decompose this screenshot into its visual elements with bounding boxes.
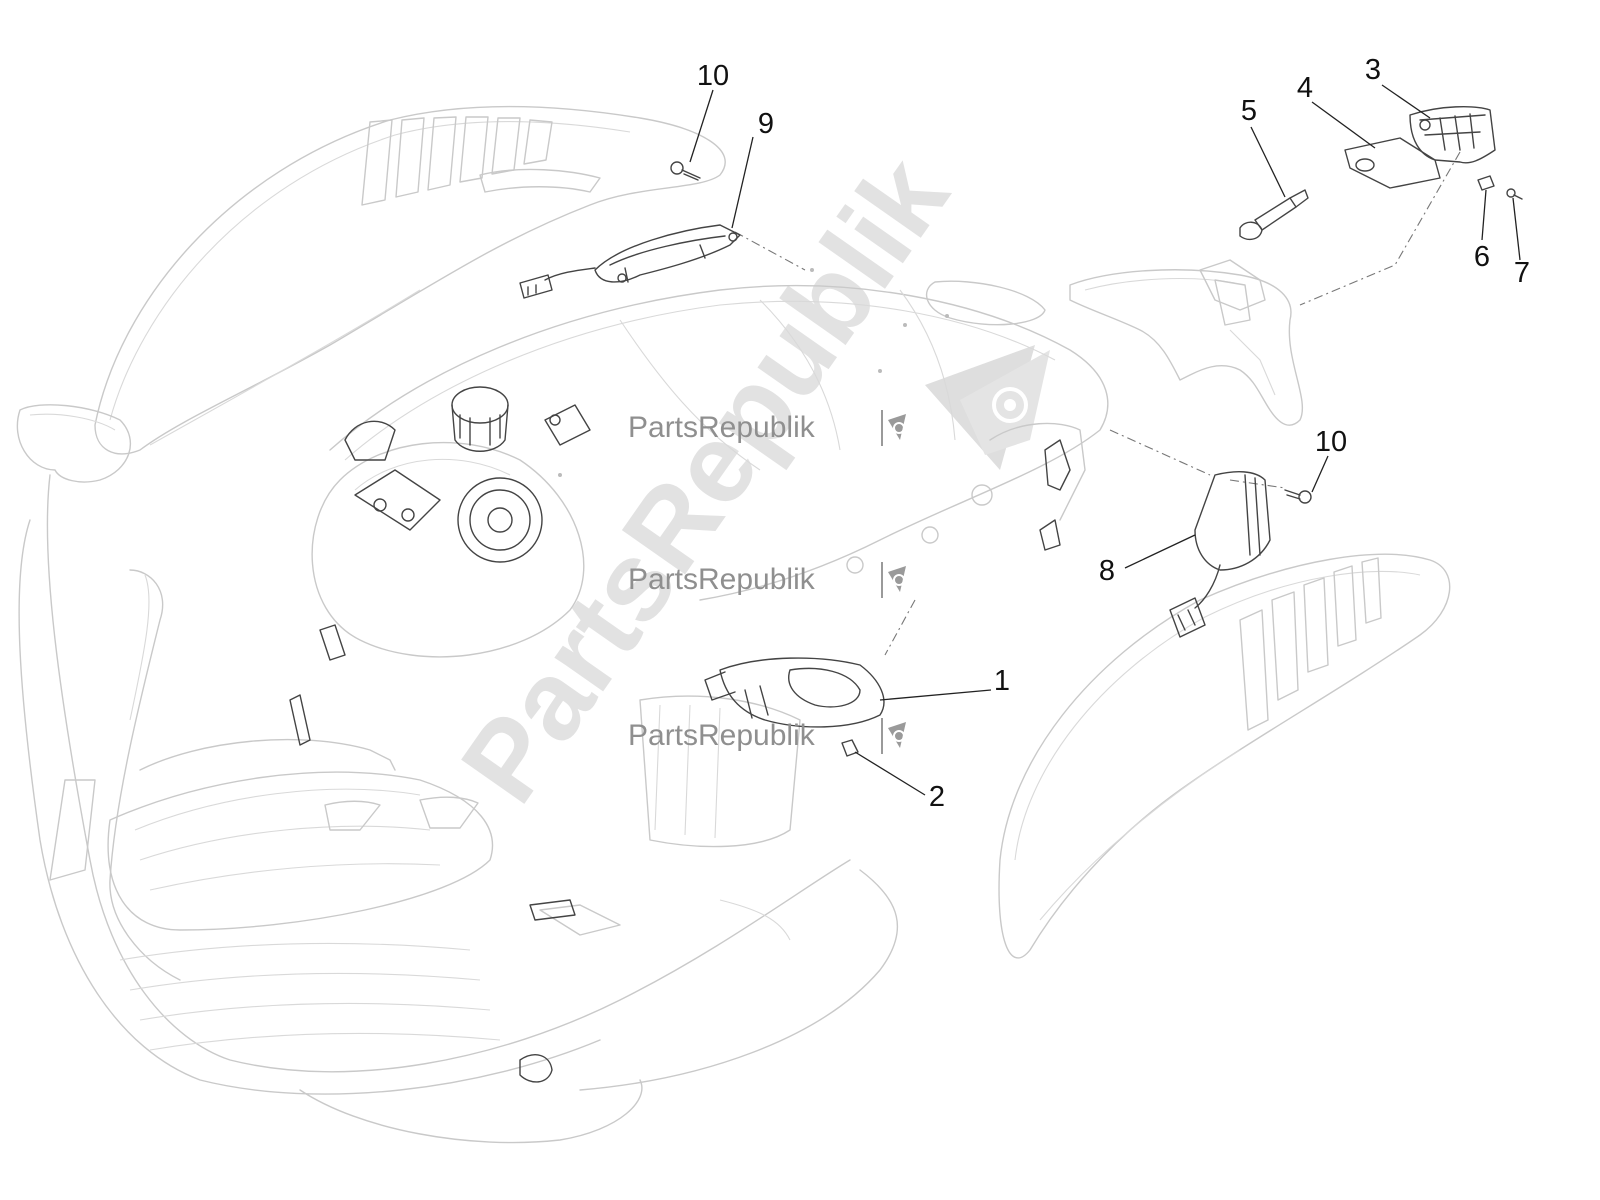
part-10-screw-lower[interactable] [1284,489,1312,504]
callout-6[interactable]: 6 [1474,241,1490,273]
callout-1[interactable]: 1 [994,665,1010,697]
callout-10-lower[interactable]: 10 [1315,426,1347,458]
callout-labels: 10 9 5 4 3 6 7 10 8 1 2 [697,54,1530,813]
scooter-body [16,268,1109,1144]
gear-flag-icon [888,722,906,748]
part-3-housing[interactable] [1409,106,1496,164]
watermark-text: PartsRepublik [628,563,816,596]
watermark-small-3: PartsRepublik [628,718,906,754]
watermark-small-2: PartsRepublik [628,562,906,598]
part-6-nut[interactable] [1477,175,1495,191]
rear-carrier [1069,259,1304,426]
part-9-indicator-light[interactable] [519,224,741,299]
assembly-lines [734,151,1461,656]
watermark-text: PartsRepublik [628,411,816,444]
part-2-nut[interactable] [841,739,859,757]
callout-7[interactable]: 7 [1514,257,1530,289]
gear-flag-icon [888,566,906,592]
right-side-panel [998,553,1451,959]
leader-lines [689,84,1521,796]
callout-9[interactable]: 9 [758,108,774,140]
part-5-bulb-holder[interactable] [1239,189,1309,241]
callout-8[interactable]: 8 [1099,555,1115,587]
callout-5[interactable]: 5 [1241,95,1257,127]
watermark-flag-icon [925,345,1050,470]
part-10-screw-top[interactable] [670,161,701,181]
callout-10-top[interactable]: 10 [697,60,729,92]
left-side-panel [94,105,726,455]
callout-3[interactable]: 3 [1365,54,1381,86]
watermark-small-1: PartsRepublik [628,410,906,446]
part-4-bracket[interactable] [1344,137,1441,189]
part-8-indicator-light[interactable] [1169,471,1271,638]
callout-4[interactable]: 4 [1297,72,1313,104]
part-7-screw[interactable] [1506,188,1523,200]
part-1-indicator-light[interactable] [704,657,885,728]
gear-flag-icon [888,414,906,440]
watermark-text: PartsRepublik [628,719,816,752]
callout-2[interactable]: 2 [929,781,945,813]
